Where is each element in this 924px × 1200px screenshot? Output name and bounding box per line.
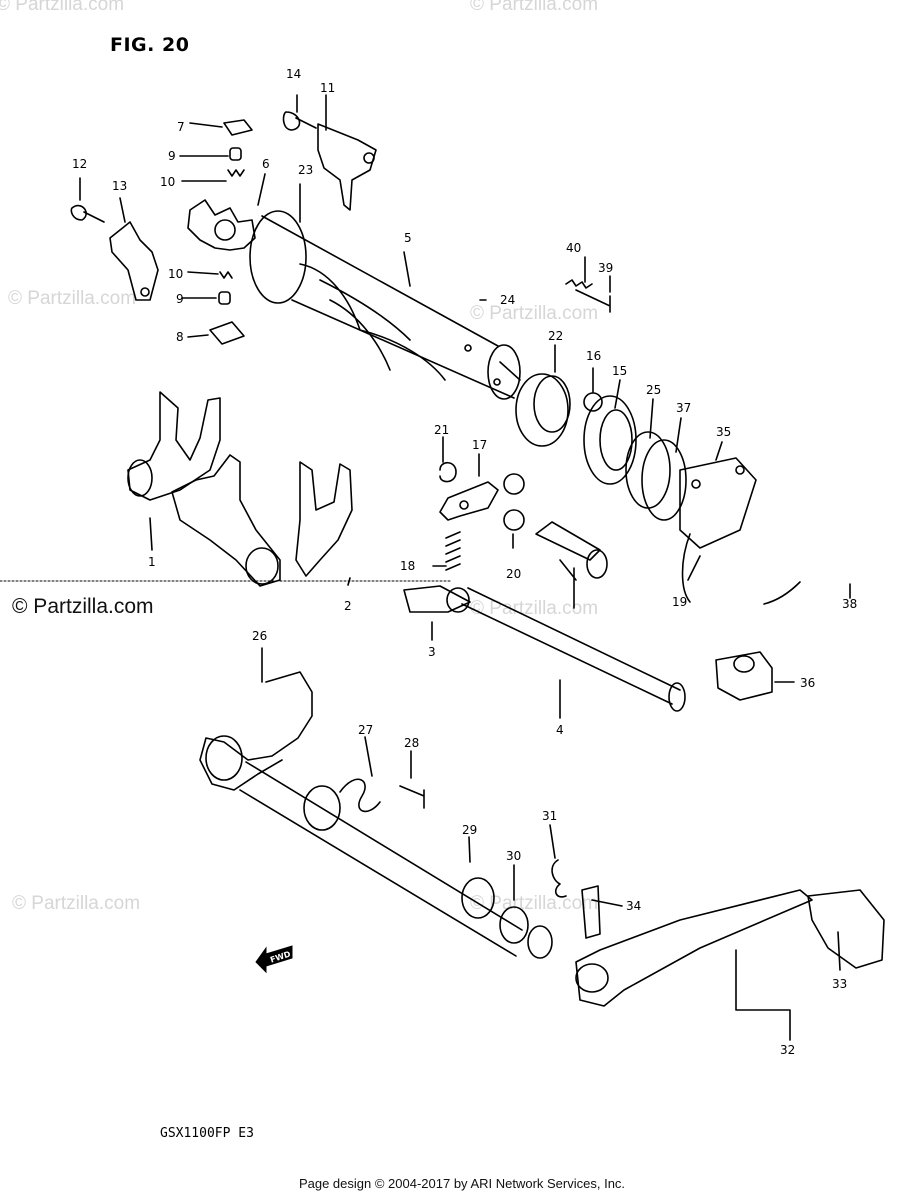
callout-label: 29 xyxy=(462,823,477,837)
gearshift-lever xyxy=(575,889,885,1007)
callout-label: 3 xyxy=(428,645,436,659)
gearshift-cam xyxy=(187,199,256,251)
shaft-guide xyxy=(403,585,471,613)
callout-label: 34 xyxy=(626,899,641,913)
return-spring xyxy=(339,778,381,813)
callout-label: 17 xyxy=(472,438,487,452)
callout-label: 31 xyxy=(542,809,557,823)
callout-label: 22 xyxy=(548,329,563,343)
oil-seal xyxy=(715,651,773,701)
callout-label: 39 xyxy=(598,261,613,275)
spring xyxy=(227,169,245,177)
callout-label: 40 xyxy=(566,241,581,255)
fork-shaft xyxy=(461,587,686,712)
callout-label: 18 xyxy=(400,559,415,573)
watermark: © Partzilla.com xyxy=(12,893,141,914)
washer xyxy=(503,509,525,531)
bolt xyxy=(581,885,601,939)
callout-label: 4 xyxy=(556,723,564,737)
bolt xyxy=(399,785,425,809)
stud xyxy=(565,279,593,289)
callout-numbers: 1 2 3 4 5 6 7 8 9 9 10 10 11 12 13 14 15… xyxy=(72,67,857,1057)
callout-label: 5 xyxy=(404,231,412,245)
bolt xyxy=(535,521,608,609)
callout-label: 11 xyxy=(320,81,335,95)
cam-stopper-plate xyxy=(223,119,253,136)
spring xyxy=(219,271,233,279)
callout-label: 6 xyxy=(262,157,270,171)
watermark: © Partzilla.com xyxy=(0,0,125,15)
shift-drum xyxy=(249,210,521,400)
callout-label: 12 xyxy=(72,157,87,171)
callout-label: 37 xyxy=(676,401,691,415)
callout-label: 27 xyxy=(358,723,373,737)
callout-label: 10 xyxy=(168,267,183,281)
callout-label: 2 xyxy=(344,599,352,613)
pin xyxy=(218,291,231,305)
washer xyxy=(503,473,525,495)
callout-label: 38 xyxy=(842,597,857,611)
callout-label: 13 xyxy=(112,179,127,193)
callout-label: 7 xyxy=(177,120,185,134)
callout-label: 9 xyxy=(168,149,176,163)
callout-label: 25 xyxy=(646,383,661,397)
cam-stopper-plate xyxy=(317,123,377,211)
callout-label: 32 xyxy=(780,1043,795,1057)
callout-label: 23 xyxy=(298,163,313,177)
drum-stopper xyxy=(209,321,245,345)
callout-label: 8 xyxy=(176,330,184,344)
callout-label: 15 xyxy=(612,364,627,378)
callout-label: 33 xyxy=(832,977,847,991)
shift-fork xyxy=(127,391,221,501)
callout-label: 14 xyxy=(286,67,301,81)
spring xyxy=(445,531,461,571)
fwd-arrow-icon: FWD xyxy=(255,945,293,974)
callout-label: 9 xyxy=(176,292,184,306)
circlip xyxy=(551,859,567,898)
watermark: © Partzilla.com xyxy=(470,0,599,15)
clamp xyxy=(681,533,691,603)
callout-label: 36 xyxy=(800,676,815,690)
callout-label: 24 xyxy=(500,293,515,307)
pin xyxy=(229,147,242,161)
gearshift-cam-stopper xyxy=(109,221,159,301)
callout-label: 1 xyxy=(148,555,156,569)
circlip xyxy=(439,461,457,483)
gearshift-arm xyxy=(199,671,313,791)
watermark: © Partzilla.com xyxy=(470,598,599,619)
shift-fork xyxy=(171,454,281,587)
callout-label: 10 xyxy=(160,175,175,189)
footer-copyright: Page design © 2004-2017 by ARI Network S… xyxy=(298,1176,626,1191)
model-code: GSX1100FP E3 xyxy=(160,1126,254,1141)
watermark: © Partzilla.com xyxy=(470,303,599,324)
watermark: © Partzilla.com xyxy=(470,893,599,914)
shift-fork xyxy=(295,461,353,577)
bolt xyxy=(575,289,611,313)
watermark-main: © Partzilla.com xyxy=(12,595,154,618)
callout-label: 16 xyxy=(586,349,601,363)
gearshift-arm xyxy=(439,481,499,521)
callout-label: 20 xyxy=(506,567,521,581)
hose xyxy=(763,581,801,605)
callout-label: 30 xyxy=(506,849,521,863)
callout-label: 35 xyxy=(716,425,731,439)
bearing-assembly xyxy=(515,373,757,549)
gearshift-shaft xyxy=(239,761,553,959)
watermark: © Partzilla.com xyxy=(8,288,137,309)
bolt xyxy=(70,204,105,223)
callout-label: 28 xyxy=(404,736,419,750)
screw xyxy=(282,111,317,131)
callout-label: 26 xyxy=(252,629,267,643)
callout-label: 21 xyxy=(434,423,449,437)
figure-title: FIG. 20 xyxy=(110,34,190,56)
callout-label: 19 xyxy=(672,595,687,609)
